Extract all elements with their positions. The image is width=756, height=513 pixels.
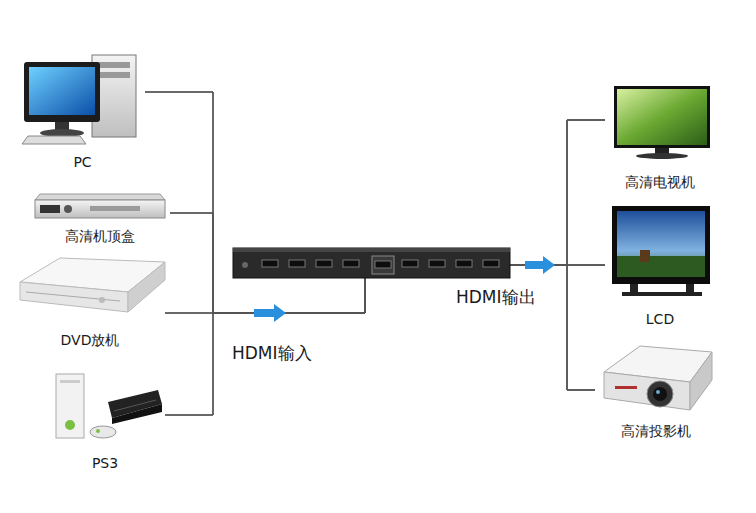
- hdmi-cable-line: [145, 92, 605, 313]
- dvd-node: DVD放机: [15, 250, 165, 348]
- dvd-player-illustration: [20, 258, 165, 312]
- hdmi-cable-line: [170, 213, 605, 313]
- hdmi-cable-line: [165, 120, 605, 313]
- hdmi-cable-line: [165, 265, 595, 415]
- hdmi-cable-line: [145, 92, 605, 313]
- lcd-illustration: [612, 206, 710, 296]
- hdmi-cable-line: [165, 265, 605, 415]
- set-top-box-node: 高清机顶盒: [30, 180, 170, 244]
- device-label: 高清投影机: [619, 423, 693, 439]
- tv-node: 高清电视机: [605, 80, 715, 190]
- projector-illustration: [604, 346, 712, 410]
- lcd-node: LCD: [605, 200, 715, 327]
- set-top-box-illustration: [35, 194, 165, 218]
- hdmi-cable-line: [165, 120, 605, 415]
- device-label: DVD放机: [59, 332, 122, 348]
- port-label: HDMI输入: [230, 342, 314, 365]
- hdmi-cable-line: [165, 265, 595, 390]
- pc-illustration: [22, 55, 136, 144]
- console-node: PS3: [45, 365, 165, 471]
- signal-arrow: [254, 256, 555, 322]
- device-label: 高清机顶盒: [63, 228, 137, 244]
- hdmi-cable-line: [170, 120, 605, 313]
- tv-illustration: [614, 86, 710, 159]
- pc-node: PC: [20, 45, 145, 170]
- hdmi-cable-line: [170, 213, 595, 390]
- port-label: HDMI输出: [454, 286, 538, 309]
- game-console-illustration: [56, 374, 162, 438]
- projector-node: 高清投影机: [595, 335, 717, 439]
- device-label: PC: [71, 154, 93, 170]
- hdmi-splitter-illustration: [233, 248, 510, 278]
- device-label: LCD: [644, 311, 676, 327]
- device-label: 高清电视机: [623, 174, 697, 190]
- device-label: PS3: [90, 455, 120, 471]
